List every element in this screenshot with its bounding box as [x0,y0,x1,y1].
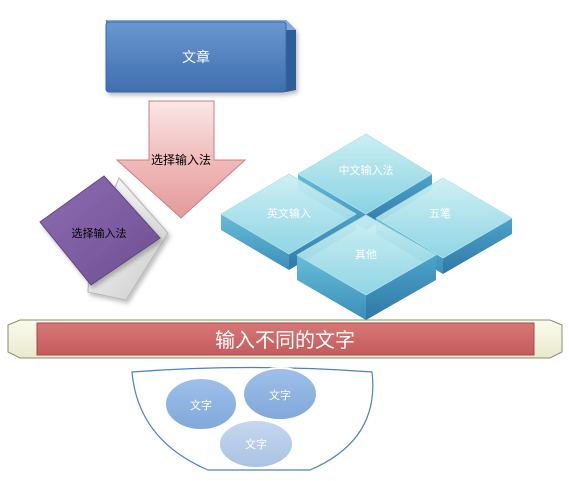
bubble-2: 文字 [242,367,318,421]
bubble-3: 文字 [218,419,294,469]
down-arrow-label: 选择输入法 [151,152,211,167]
tile-back-label: 中文输入法 [339,163,394,177]
banner-label: 输入不同的文字 [215,328,355,352]
purple-card: 选择输入法 [39,175,169,301]
tile-front-label: 其他 [355,248,377,261]
tile-front: 其他 [296,214,437,320]
top-box: 文章 [105,20,296,93]
bubble-1-label: 文字 [190,398,212,412]
tile-right-label: 五笔 [429,206,451,220]
top-box-label: 文章 [182,49,210,66]
bubble-1: 文字 [164,377,238,431]
bubble-3-label: 文字 [245,437,267,451]
tile-cluster: 中文输入法 五笔 英文输入 其他 [220,133,513,320]
banner: 输入不同的文字 [7,319,563,359]
funnel: 文字 文字 文字 [131,366,374,471]
purple-card-label: 选择输入法 [72,226,127,240]
bubble-2-label: 文字 [269,388,291,402]
down-arrow: 选择输入法 [115,100,247,219]
tile-left-label: 英文输入 [267,206,311,220]
